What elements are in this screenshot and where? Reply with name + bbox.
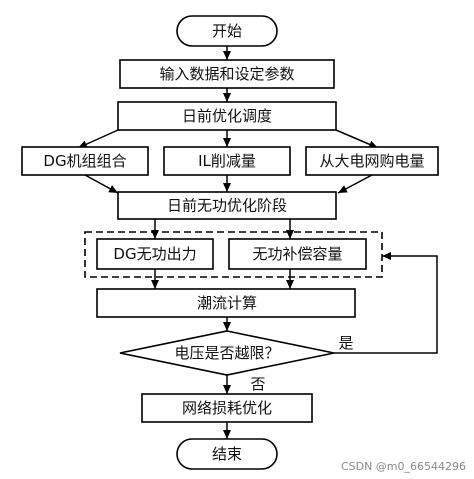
end-node: 结束 [176,438,278,470]
reactive-variables-group [84,231,383,278]
start-node: 开始 [176,15,278,47]
branch-grid-step: 从大电网购电量 [305,146,439,176]
loss-opt-step: 网络损耗优化 [141,393,313,423]
decision-label: 电压是否越限？ [174,344,279,362]
branch-dg-step: DG机组组合 [21,146,149,176]
end-label: 结束 [212,445,242,463]
input-label: 输入数据和设定参数 [159,65,294,83]
input-step: 输入数据和设定参数 [119,59,335,89]
reactive-stage-step: 日前无功优化阶段 [117,191,337,220]
connectors [77,46,438,439]
branch-grid-label: 从大电网购电量 [319,152,424,170]
dg-reactive-label: DG无功出力 [113,245,196,263]
no-label: 否 [250,375,265,393]
edge-dg-to-stage [84,174,119,194]
edge-dispatch-to-dg [77,129,119,149]
power-flow-label: 潮流计算 [197,294,257,312]
start-label: 开始 [212,22,242,40]
compensation-step: 无功补偿容量 [228,238,367,270]
branch-dg-label: DG机组组合 [43,152,126,170]
decision-node: 电压是否越限？ [119,330,335,376]
branch-il-label: IL削减量 [198,152,256,170]
power-flow-step: 潮流计算 [96,288,356,318]
branch-il-step: IL削减量 [163,146,291,176]
edge-dispatch-to-grid [335,129,379,149]
yes-label: 是 [338,334,353,352]
dg-reactive-step: DG无功出力 [96,238,214,270]
compensation-label: 无功补偿容量 [252,245,342,263]
edge-decision-yes-loop [334,252,438,354]
watermark-text: CSDN @m0_66544296 [341,460,466,473]
edge-grid-to-stage [337,174,373,194]
reactive-stage-label: 日前无功优化阶段 [167,197,287,215]
dispatch-step: 日前优化调度 [117,101,337,131]
loss-opt-label: 网络损耗优化 [182,399,272,417]
dispatch-label: 日前优化调度 [182,107,272,125]
